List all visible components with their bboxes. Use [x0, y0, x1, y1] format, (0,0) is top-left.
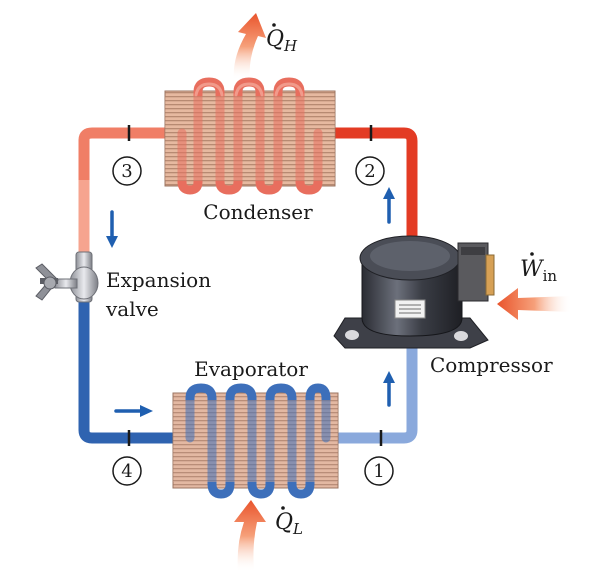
heat-rejected-arrow: [233, 13, 266, 80]
expansion-valve-icon: [35, 251, 99, 303]
condenser: [164, 77, 336, 195]
state-ticks: [127, 125, 383, 446]
compressor-label: Compressor: [430, 353, 553, 377]
svg-text:Win: Win: [520, 257, 557, 285]
expansion-valve-label-line1: Expansion: [106, 268, 211, 292]
state-markers: 3 2 4 1: [112, 156, 394, 486]
q-low-label: QL: [275, 506, 303, 538]
state-2-label: 2: [364, 161, 375, 182]
pipe-condenser-inlet: [328, 127, 418, 244]
pipe-gradient-upper: [78, 180, 90, 255]
flow-arrow-right: [114, 405, 153, 417]
pipe-evaporator-outlet: [330, 334, 418, 444]
flow-arrows: [106, 187, 395, 417]
state-1-marker: 1: [364, 456, 394, 486]
state-3-label: 3: [121, 161, 132, 182]
compressor-icon: [333, 235, 495, 349]
expansion-valve-label-line2: valve: [105, 297, 159, 321]
work-subscript: in: [543, 267, 558, 285]
state-1-label: 1: [373, 461, 384, 482]
refrigerant-loop: [78, 127, 418, 444]
state-4-marker: 4: [112, 456, 142, 486]
flow-arrow-up-lower: [383, 371, 395, 407]
state-4-label: 4: [121, 461, 132, 482]
work-input-arrow: [497, 288, 572, 320]
work-in-label: Win: [520, 252, 557, 285]
svg-text:QL: QL: [275, 510, 303, 538]
pipe-evaporator-inlet: [78, 294, 181, 444]
work-symbol: W: [520, 257, 545, 282]
pipe-condenser-outlet: [78, 127, 176, 261]
q-high-subscript: H: [283, 37, 298, 55]
evaporator: [172, 383, 339, 499]
q-low-symbol: Q: [275, 510, 293, 535]
state-2-marker: 2: [355, 156, 385, 186]
q-high-label: QH: [266, 23, 298, 55]
q-high-symbol: Q: [266, 27, 284, 52]
svg-text:QH: QH: [266, 27, 298, 55]
evaporator-label: Evaporator: [194, 357, 308, 381]
flow-arrow-down: [106, 210, 118, 248]
flow-arrow-up-upper: [383, 187, 395, 224]
condenser-label: Condenser: [203, 200, 313, 224]
heat-absorbed-arrow: [234, 500, 266, 572]
state-3-marker: 3: [112, 156, 142, 186]
q-low-subscript: L: [292, 520, 303, 538]
